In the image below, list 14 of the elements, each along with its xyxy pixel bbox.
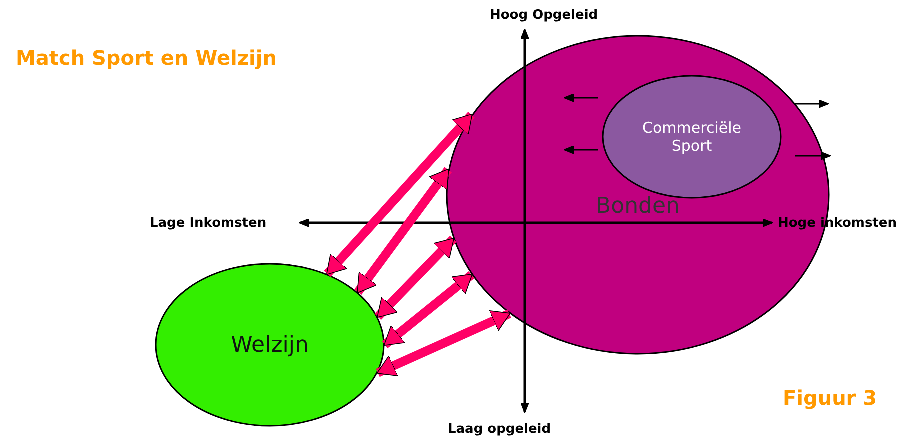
title: Match Sport en Welzijn — [16, 46, 277, 70]
double-arrow — [354, 167, 452, 295]
axis-label: Hoog Opgeleid — [490, 8, 598, 23]
ellipse-node — [155, 263, 385, 427]
axis-label: Lage Inkomsten — [150, 216, 267, 231]
node-label: Bonden — [595, 194, 681, 219]
node-label: Welzijn — [230, 332, 310, 358]
caption: Figuur 3 — [783, 386, 878, 410]
node-label: Commerciële Sport — [642, 119, 742, 155]
double-arrow — [376, 310, 512, 378]
double-arrow — [324, 112, 476, 277]
double-arrow — [382, 272, 475, 348]
double-arrow — [374, 236, 457, 320]
axis-label: Laag opgeleid — [448, 422, 552, 437]
